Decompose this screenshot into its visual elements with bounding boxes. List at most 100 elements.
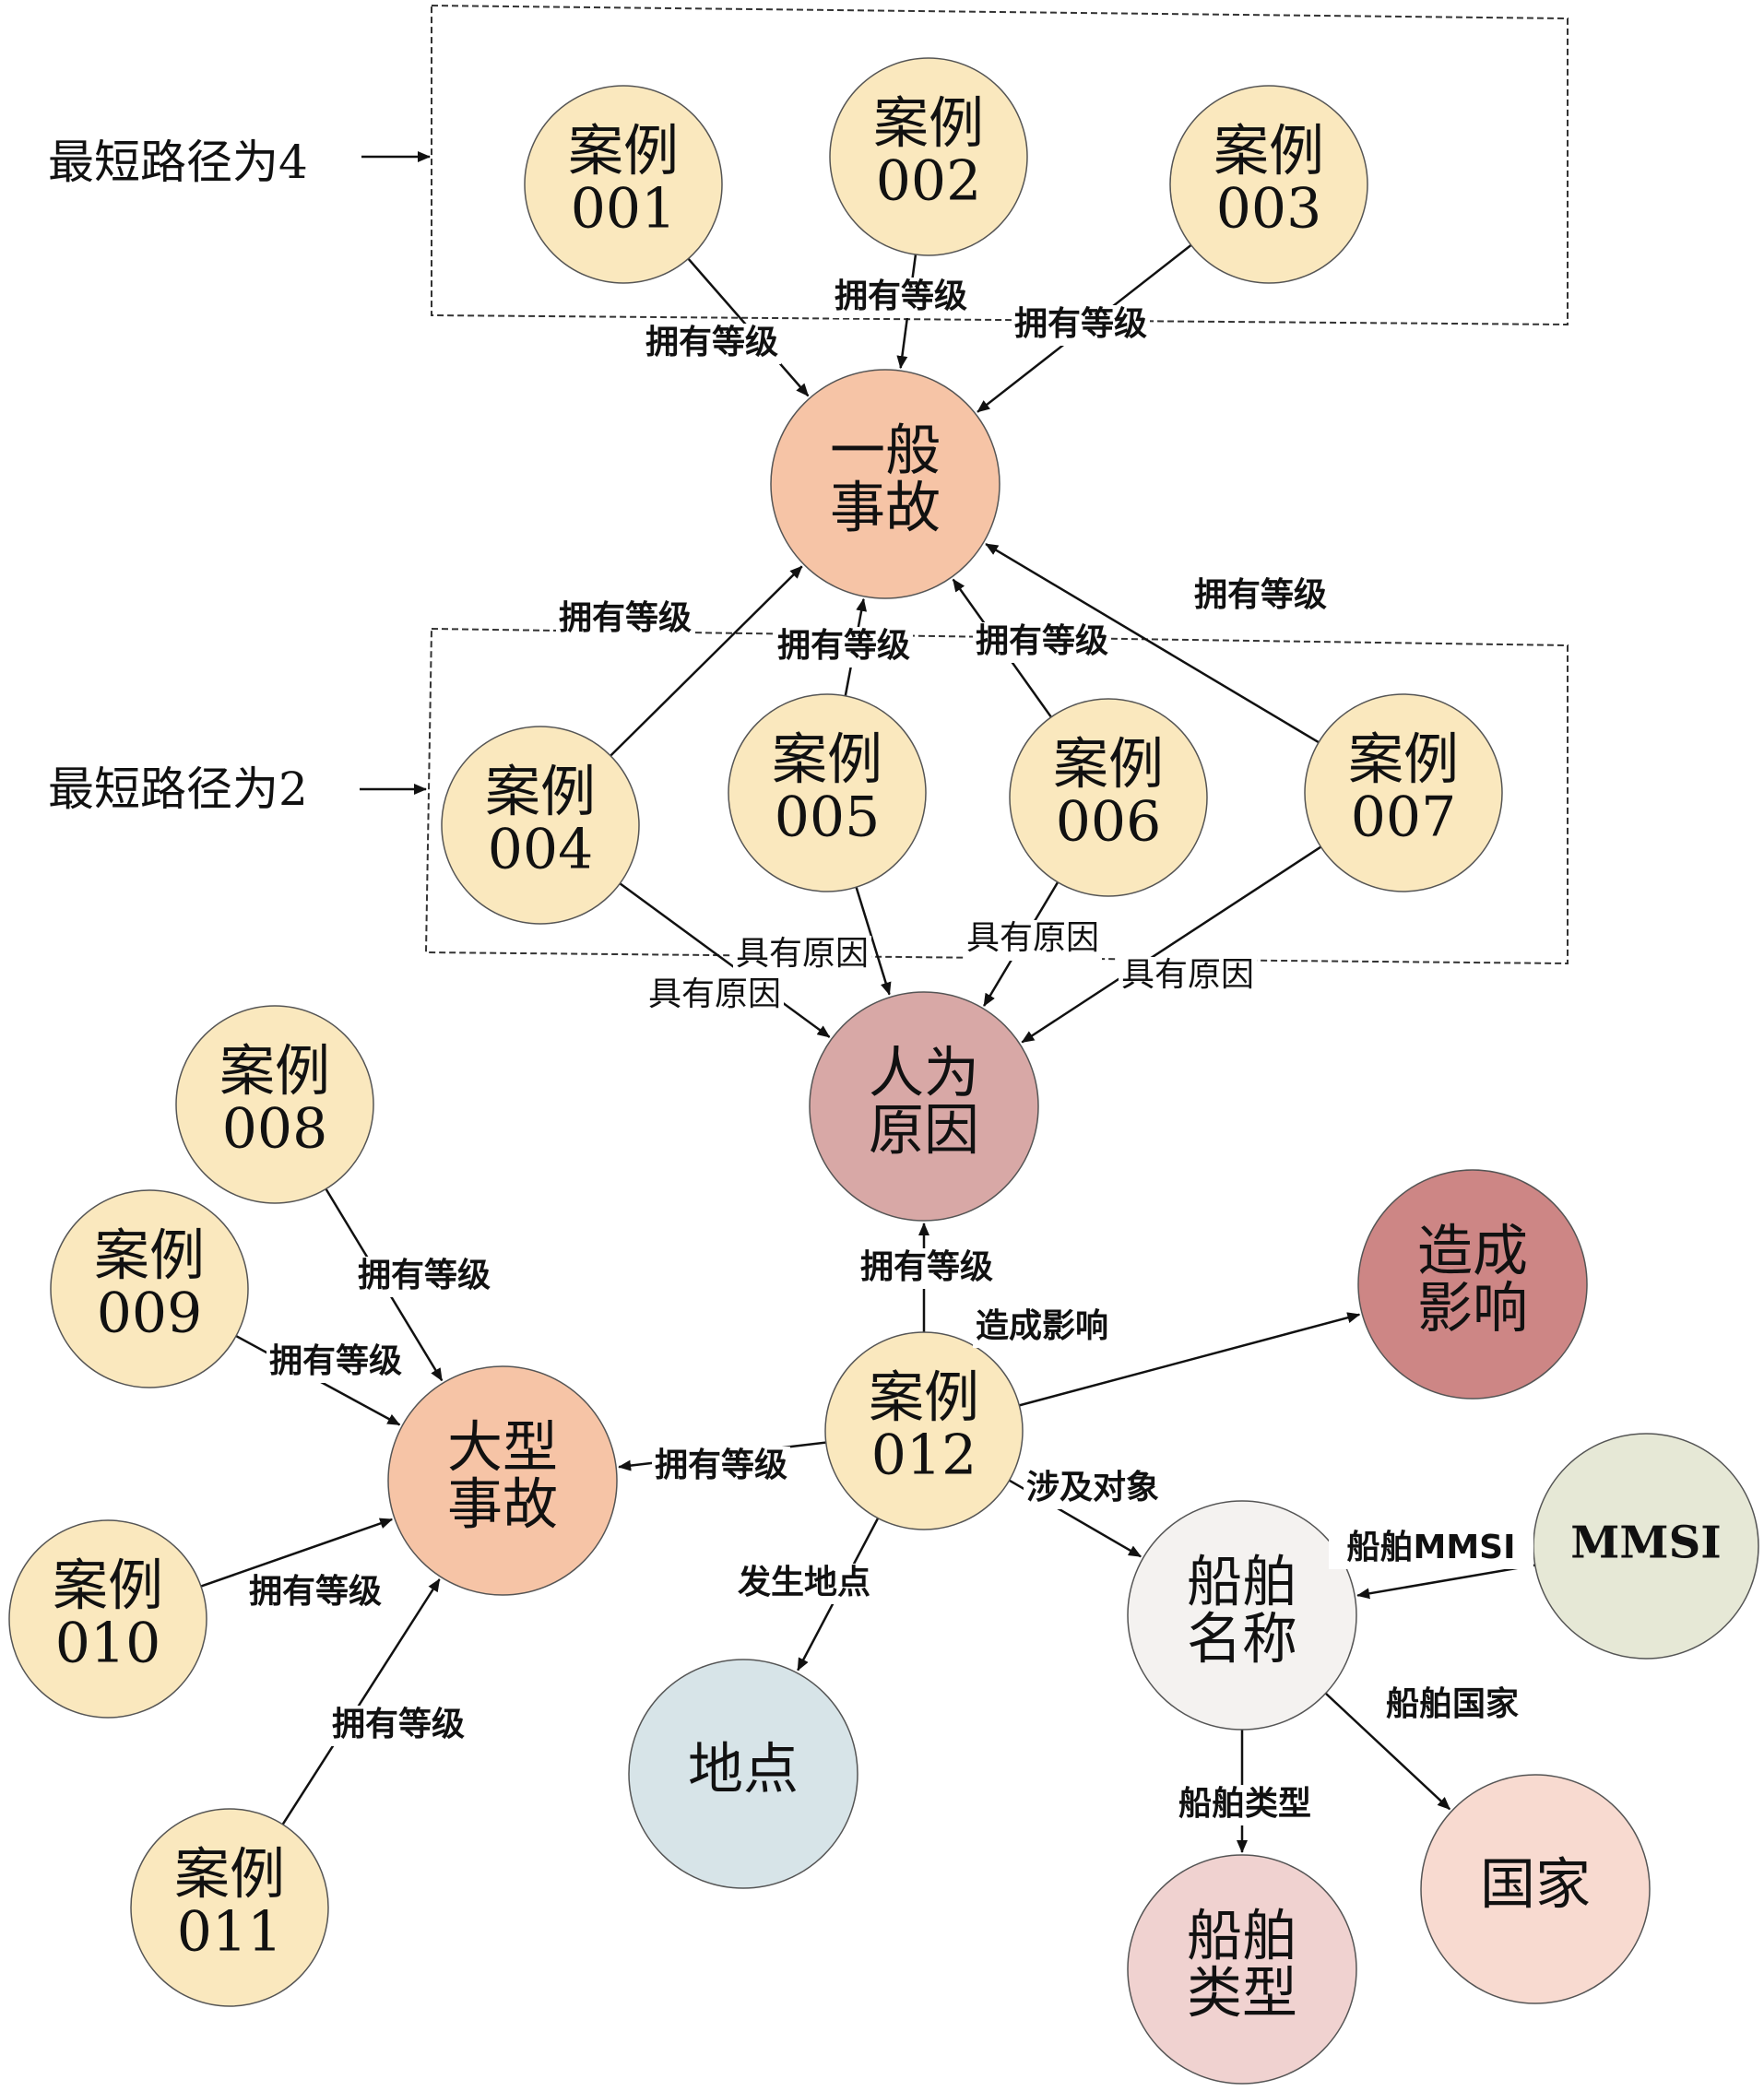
node-circle-c004 [441,726,640,925]
edge-label-bg [266,1342,405,1383]
edge-label: 拥有等级 [358,1257,491,1294]
edge-c005-human [855,886,892,996]
edge-label-bg [973,1307,1111,1348]
node-label-c008: 案例 [219,1040,330,1105]
edge-label-bg [964,920,1102,961]
edge-c011-major [281,1578,441,1825]
node-label-c007: 007 [1351,786,1457,850]
node-label-c012: 案例 [869,1366,979,1431]
node-circle-place [628,1659,858,1889]
node-label-general: 一般 [830,419,941,484]
edge-label: 船舶国家 [1386,1685,1519,1723]
node-label-c006: 案例 [1053,733,1164,797]
node-circle-major [387,1365,618,1596]
node-label-impact: 造成 [1417,1220,1528,1284]
node-circle-country [1420,1774,1651,2004]
node-label-c007: 案例 [1348,728,1459,793]
edge-label-bg [733,936,871,976]
edge-label: 拥有等级 [835,278,967,315]
node-label-c002: 002 [876,149,982,214]
node-circle-c003 [1169,85,1368,284]
edge-label-bg [1024,1469,1162,1509]
edge-label-bg [775,627,913,667]
node-label-major: 大型 [447,1416,558,1481]
node-circle-impact [1357,1169,1588,1400]
edge-label-bg [645,976,784,1017]
edge-label: 拥有等级 [777,627,910,665]
node-circle-c012 [824,1331,1024,1530]
edge-label: 拥有等级 [332,1706,465,1743]
edge-labels-layer: 拥有等级拥有等级拥有等级拥有等级拥有等级拥有等级拥有等级具有原因具有原因具有原因… [246,278,1533,1825]
node-label-major: 事故 [447,1473,558,1538]
edge-label: 造成影响 [976,1307,1108,1345]
edge-label-bg [1191,576,1330,617]
node-label-c011: 011 [177,1900,283,1965]
node-country: 国家 [1420,1774,1651,2004]
node-circle-c006 [1009,698,1208,897]
node-label-country: 国家 [1480,1853,1591,1918]
node-label-c001: 001 [571,177,677,242]
edge-label: 拥有等级 [976,622,1108,660]
node-circle-c008 [175,1005,374,1204]
edge-label: 船舶MMSI [1347,1529,1516,1566]
node-label-c008: 008 [222,1097,328,1162]
node-label-c005: 005 [775,786,881,850]
node-circle-c011 [130,1808,329,2007]
edge-shipname-country [1324,1692,1451,1811]
edge-label: 拥有等级 [559,599,692,637]
node-label-c001: 案例 [568,120,679,184]
node-label-c012: 012 [871,1424,977,1488]
node-label-shipname: 船舶 [1187,1551,1297,1615]
edge-label-bg [652,1447,790,1487]
node-label-c011: 案例 [174,1843,285,1908]
edge-label: 拥有等级 [645,324,778,361]
node-label-c010: 010 [55,1612,161,1676]
node-label-c009: 009 [97,1282,203,1346]
edge-label: 具有原因 [648,975,781,1013]
node-circle-c002 [829,57,1028,256]
edge-label-bg [1012,305,1150,346]
edge-label: 具有原因 [1121,956,1254,994]
node-label-c004: 案例 [485,761,596,825]
edge-label-bg [246,1573,385,1613]
node-label-impact: 影响 [1417,1277,1528,1341]
group-box-g4 [431,4,1569,326]
edge-label: 发生地点 [738,1564,870,1601]
edge-label: 拥有等级 [1194,576,1327,614]
edge-c004-general [610,565,803,757]
edge-label: 涉及对象 [1026,1469,1159,1506]
edge-label-bg [556,599,694,640]
edge-label: 拥有等级 [1014,305,1147,343]
group-label-g2: 最短路径为2 [48,762,308,816]
node-label-general: 事故 [830,477,941,541]
node-mmsi: MMSI [1533,1433,1759,1660]
node-label-c003: 003 [1216,177,1322,242]
node-label-shiptype: 船舶 [1187,1905,1297,1969]
edge-mmsi-shipname [1356,1564,1535,1600]
edge-label: 拥有等级 [860,1248,993,1286]
node-shiptype: 船舶类型 [1127,1854,1357,2085]
node-circle-c001 [524,85,723,284]
node-label-c006: 006 [1056,790,1162,855]
edge-label: 具有原因 [966,919,1099,957]
group-label-g4: 最短路径为4 [48,136,308,189]
edge-label: 拥有等级 [655,1447,787,1484]
edge-label-bg [973,622,1111,663]
node-impact: 造成影响 [1357,1169,1588,1400]
edge-label: 船舶类型 [1178,1785,1311,1823]
edge-label-bg [329,1706,468,1746]
edge-label-bg [1119,957,1257,998]
node-circle-c007 [1304,693,1503,892]
edge-c007-human [1021,845,1322,1044]
